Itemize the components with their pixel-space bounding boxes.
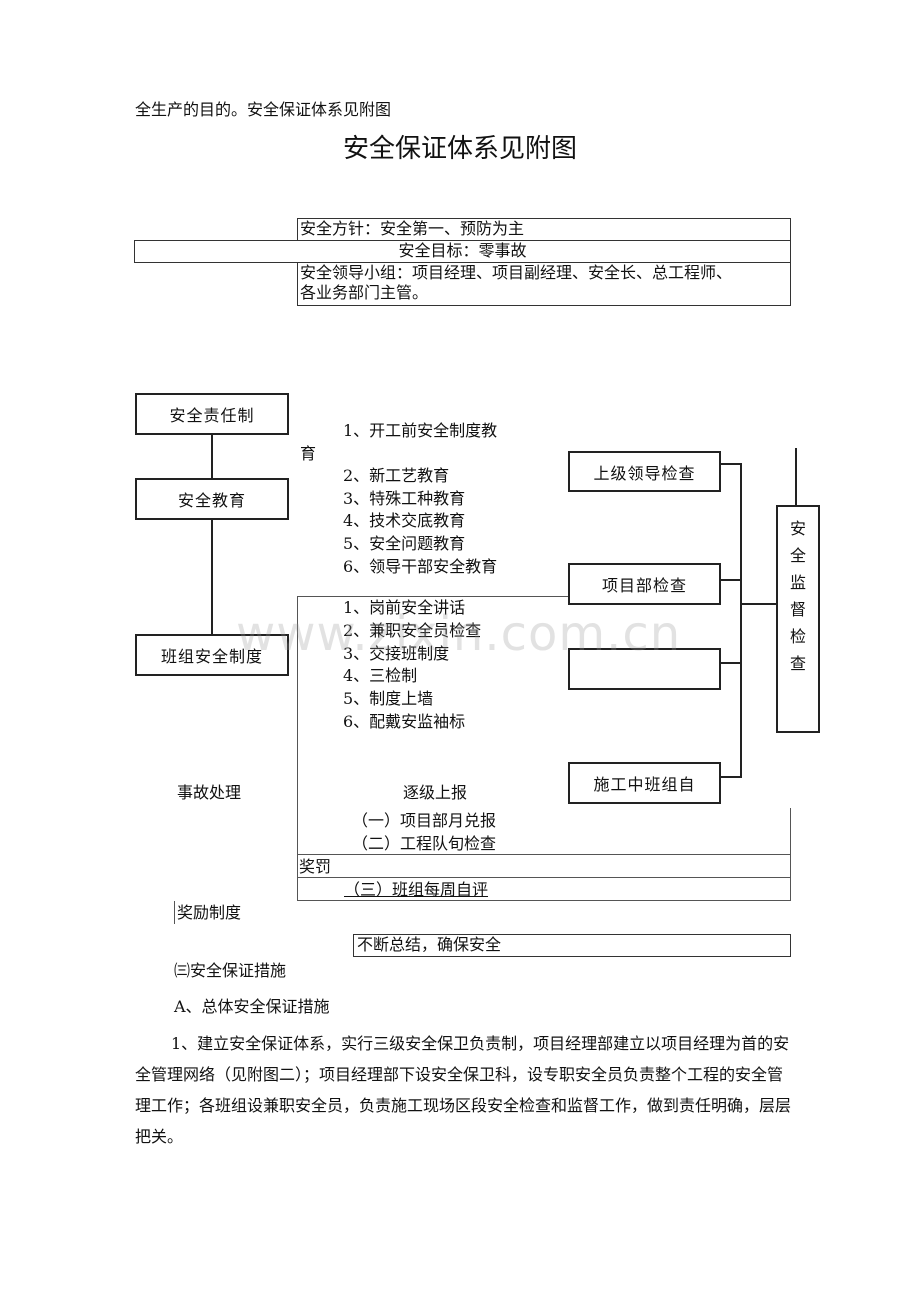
frame-line — [174, 901, 175, 924]
report-label: 逐级上报 — [403, 783, 468, 802]
body-paragraph: 1、建立安全保证体系，实行三级安全保卫负责制，项目经理部建立以项目经理为首的安全… — [135, 1034, 792, 1146]
page-title: 安全保证体系见附图 — [342, 134, 577, 164]
connector-line — [795, 448, 797, 505]
edu-item: 4、技术交底教育 — [343, 511, 466, 530]
frame-line — [297, 900, 791, 901]
blank-box — [568, 648, 721, 690]
edu-item: 5、安全问题教育 — [343, 534, 466, 553]
summary-box: 不断总结，确保安全 — [353, 934, 791, 957]
measures-subheading: A、总体安全保证措施 — [174, 997, 330, 1016]
frame-line — [297, 596, 298, 808]
responsibility-box: 安全责任制 — [135, 393, 289, 435]
report-item: （三）班组每周自评 — [344, 880, 489, 899]
leadership-line-2: 各业务部门主管。 — [300, 283, 429, 302]
team-item: 2、兼职安全员检查 — [343, 621, 482, 640]
connector-line — [740, 603, 776, 605]
team-item: 4、三检制 — [343, 666, 418, 685]
edu-item: 1、开工前安全制度教 — [343, 421, 498, 440]
frame-line — [297, 854, 791, 855]
watermark: www.zixin.com.cn — [236, 606, 682, 662]
supervision-char: 监 — [789, 573, 806, 592]
superior-inspection-box: 上级领导检查 — [568, 451, 721, 492]
goal-text: 安全目标：零事故 — [398, 241, 527, 260]
team-item: 6、配戴安监袖标 — [343, 712, 466, 731]
policy-text: 安全方针：安全第一、预防为主 — [300, 219, 525, 238]
shift-self-check-box: 施工中班组自 — [568, 762, 721, 804]
supervision-char: 督 — [789, 600, 806, 619]
reward-label: 奖罚 — [299, 857, 332, 876]
intro-line: 全生产的目的。安全保证体系见附图 — [135, 100, 392, 119]
report-item: （一）项目部月兑报 — [352, 811, 497, 830]
education-box: 安全教育 — [135, 478, 289, 520]
bracket-line — [740, 463, 742, 778]
connector-line — [211, 520, 213, 634]
leadership-line-1: 安全领导小组：项目经理、项目副经理、安全长、总工程师、 — [300, 263, 733, 282]
supervision-char: 安 — [789, 519, 806, 538]
supervision-char: 检 — [789, 627, 806, 646]
summary-text: 不断总结，确保安全 — [357, 935, 502, 954]
incentive-label: 奖励制度 — [177, 903, 242, 922]
supervision-char: 全 — [789, 546, 806, 565]
supervision-text: 安 全 监 督 检 查 — [776, 515, 820, 677]
leadership-box: 安全领导小组：项目经理、项目副经理、安全长、总工程师、 各业务部门主管。 — [297, 262, 791, 306]
policy-box: 安全方针：安全第一、预防为主 — [297, 218, 791, 241]
team-item: 1、岗前安全讲话 — [343, 598, 466, 617]
edu-item: 育 — [300, 444, 317, 463]
goal-box: 安全目标：零事故 — [134, 240, 791, 263]
supervision-box — [776, 505, 820, 733]
connector-line — [721, 662, 741, 664]
edu-item: 2、新工艺教育 — [343, 466, 450, 485]
connector-line — [721, 463, 741, 465]
project-inspection-box: 项目部检查 — [568, 563, 721, 605]
team-item: 5、制度上墙 — [343, 689, 434, 708]
connector-line — [211, 435, 213, 478]
connector-line — [721, 579, 741, 581]
frame-line — [297, 877, 791, 878]
report-item: （二）工程队旬检查 — [352, 834, 497, 853]
frame-line — [297, 596, 568, 597]
supervision-char: 查 — [789, 654, 806, 673]
connector-line — [721, 776, 741, 778]
edu-item: 6、领导干部安全教育 — [343, 557, 498, 576]
edu-item: 3、特殊工种教育 — [343, 489, 466, 508]
accident-label: 事故处理 — [177, 783, 242, 802]
team-item: 3、交接班制度 — [343, 644, 450, 663]
measures-heading: ㈢安全保证措施 — [174, 961, 287, 980]
team-safety-box: 班组安全制度 — [135, 634, 289, 676]
